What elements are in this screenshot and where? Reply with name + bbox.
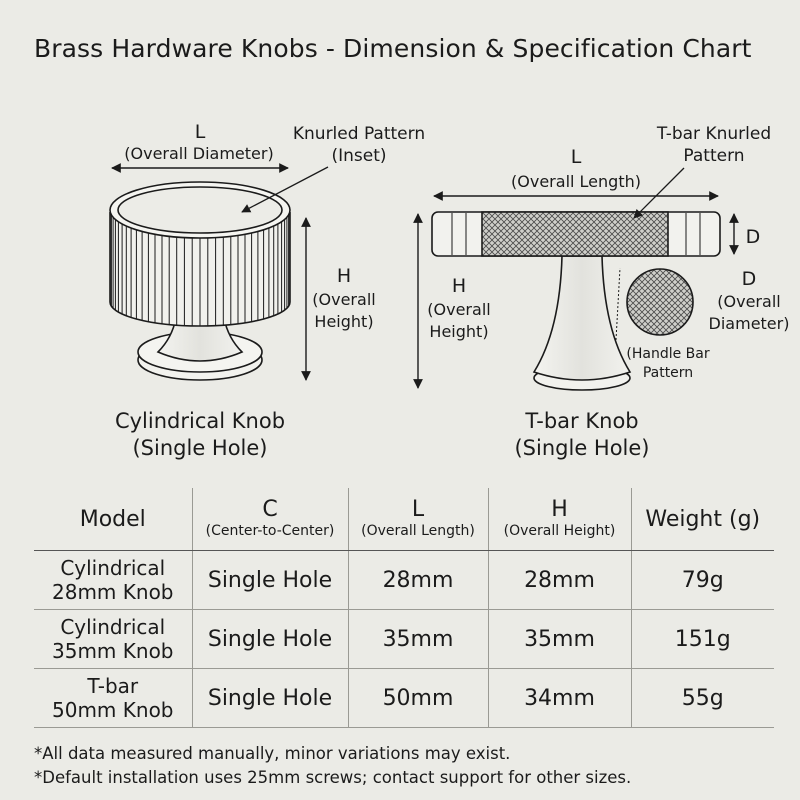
row-model-line-1: Cylindrical — [60, 556, 166, 580]
footnote: *Default installation uses 25mm screws; … — [34, 768, 632, 787]
table-row: T-bar 50mm Knob Single Hole 50mm 34mm 55… — [34, 668, 774, 728]
row-h: 34mm — [487, 668, 631, 728]
tbar-caption-line-2: (Single Hole) — [514, 436, 650, 460]
row-model: Cylindrical 35mm Knob — [34, 609, 192, 669]
tbar-l-letter: L — [571, 146, 582, 168]
row-model-line-2: 50mm Knob — [52, 698, 174, 722]
footnote: *All data measured manually, minor varia… — [34, 744, 511, 763]
row-model-line-2: 28mm Knob — [52, 580, 174, 604]
cylindrical-caption-line-1: Cylindrical Knob — [114, 409, 286, 433]
header-c-desc: (Center-to-Center) — [205, 523, 335, 539]
header-l: L (Overall Length) — [347, 488, 488, 551]
tbar-knurl-label-2: Pattern — [683, 146, 744, 166]
tbar-knurl-pointer — [633, 167, 685, 219]
row-weight: 79g — [630, 550, 774, 610]
header-model: Model — [34, 488, 192, 551]
cyl-l-desc: (Overall Diameter) — [124, 144, 273, 163]
tbar-d2-desc-1: (Overall — [717, 292, 780, 311]
cyl-h-desc-2: Height) — [314, 312, 373, 331]
cylindrical-caption: Cylindrical Knob (Single Hole) — [90, 408, 310, 462]
tbar-h-desc-2: Height) — [429, 322, 488, 341]
tbar-knurl-label-1: T-bar Knurled — [656, 124, 771, 144]
header-weight: Weight (g) — [630, 488, 774, 551]
tbar-h-desc-1: (Overall — [427, 300, 490, 319]
row-model-line-1: T-bar — [87, 674, 139, 698]
row-h: 28mm — [487, 550, 631, 610]
row-model-line-1: Cylindrical — [60, 615, 166, 639]
header-c-letter: C — [262, 497, 278, 522]
footnotes: *All data measured manually, minor varia… — [34, 742, 631, 790]
header-h-letter: H — [551, 497, 568, 522]
tbar-d2-letter: D — [742, 268, 757, 290]
cyl-knurl-pointer — [241, 166, 329, 213]
tbar-d-letter: D — [746, 226, 761, 248]
row-weight: 151g — [630, 609, 774, 669]
row-model-line-2: 35mm Knob — [52, 639, 174, 663]
cyl-h-desc-1: (Overall — [312, 290, 375, 309]
row-h: 35mm — [487, 609, 631, 669]
page-title: Brass Hardware Knobs - Dimension & Speci… — [34, 34, 752, 63]
specification-table: Model C (Center-to-Center) L (Overall Le… — [34, 488, 774, 728]
handle-bar-pattern-swatch — [626, 268, 694, 336]
cyl-knurl-label-1: Knurled Pattern — [293, 124, 425, 144]
cyl-knurl-label-2: (Inset) — [331, 146, 386, 166]
cylindrical-caption-line-2: (Single Hole) — [132, 436, 268, 460]
handle-pattern-label-1: (Handle Bar — [626, 346, 709, 362]
tbar-h-letter: H — [452, 275, 466, 297]
header-h-desc: (Overall Height) — [503, 523, 616, 539]
row-c: Single Hole — [191, 550, 348, 610]
row-l: 50mm — [347, 668, 488, 728]
row-model: Cylindrical 28mm Knob — [34, 550, 192, 610]
row-l: 35mm — [347, 609, 488, 669]
tbar-caption-line-1: T-bar Knob — [525, 409, 639, 433]
row-l: 28mm — [347, 550, 488, 610]
handle-pattern-label-2: Pattern — [643, 365, 693, 381]
row-model: T-bar 50mm Knob — [34, 668, 192, 728]
table-row: Cylindrical 28mm Knob Single Hole 28mm 2… — [34, 550, 774, 610]
header-l-desc: (Overall Length) — [361, 523, 475, 539]
header-l-letter: L — [411, 497, 425, 522]
tbar-caption: T-bar Knob (Single Hole) — [472, 408, 692, 462]
knurled-ridges — [109, 209, 291, 326]
row-weight: 55g — [630, 668, 774, 728]
cyl-l-letter: L — [195, 121, 206, 143]
header-c: C (Center-to-Center) — [191, 488, 348, 551]
header-h: H (Overall Height) — [487, 488, 631, 551]
cyl-h-letter: H — [337, 265, 351, 287]
table-header-row: Model C (Center-to-Center) L (Overall Le… — [34, 488, 774, 551]
table-row: Cylindrical 35mm Knob Single Hole 35mm 3… — [34, 609, 774, 669]
tbar-l-desc: (Overall Length) — [511, 172, 641, 191]
tbar-knob-drawing — [431, 211, 721, 391]
row-c: Single Hole — [191, 668, 348, 728]
tbar-d2-desc-2: Diameter) — [709, 314, 790, 333]
row-c: Single Hole — [191, 609, 348, 669]
cylindrical-knob-drawing — [109, 181, 291, 381]
knob-diagram: L (Overall Diameter) Knurled Pattern (In… — [109, 121, 790, 391]
handle-pattern-pointer — [615, 267, 621, 341]
